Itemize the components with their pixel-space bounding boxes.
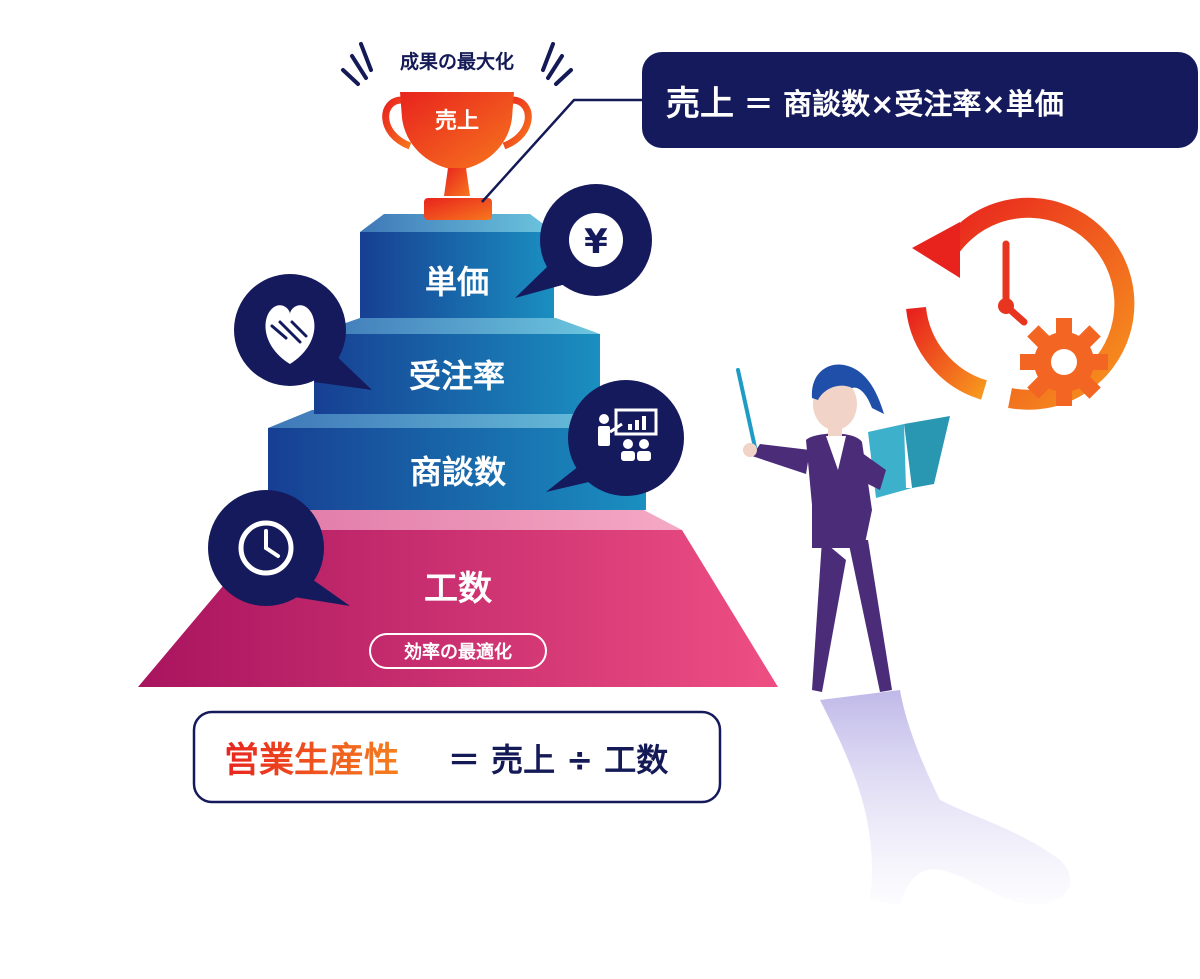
productivity-formula-box: 営業生産性 ＝ 売上 ÷ 工数 <box>192 710 722 804</box>
productivity-formula-lhs: 営業生産性 <box>224 741 399 781</box>
clock-icon <box>238 520 294 576</box>
base-pill <box>369 633 547 669</box>
bubble-handshake <box>234 274 372 390</box>
sales-formula-rhs: ＝ 商談数×受注率×単価 <box>744 87 1064 121</box>
step-label-kousuu: 工数 <box>424 569 492 609</box>
pyramid-step-tanka: 単価 <box>360 214 554 318</box>
trophy-burst-icon <box>341 42 573 86</box>
pyramid-step-juchuuritsu: 受注率 <box>314 318 600 414</box>
bubble-yen: ¥ <box>515 184 652 298</box>
bubble-presentation <box>546 380 684 496</box>
trophy-label: 売上 <box>435 108 479 134</box>
sales-formula-box: 売上 ＝ 商談数×受注率×単価 <box>642 52 1198 148</box>
clock-cycle-gear-icon <box>906 197 1135 410</box>
svg-text:¥: ¥ <box>584 222 608 262</box>
trophy-caption: 成果の最大化 <box>400 50 514 73</box>
step-label-shoudansuu: 商談数 <box>410 453 507 491</box>
sales-formula-lhs: 売上 <box>666 84 734 124</box>
base-pill-label: 効率の最適化 <box>404 641 512 663</box>
businesswoman-figure <box>736 364 1071 905</box>
formula-connector-line <box>481 98 644 203</box>
trophy: 成果の最大化 売上 <box>341 42 573 220</box>
bubble-clock <box>208 490 350 606</box>
figure-reflection <box>820 690 1071 905</box>
productivity-formula-rhs: ＝ 売上 ÷ 工数 <box>448 741 669 779</box>
handshake-heart-icon <box>265 305 315 364</box>
step-label-tanka: 単価 <box>425 263 489 301</box>
step-label-juchuuritsu: 受注率 <box>409 357 505 395</box>
trophy-icon <box>382 92 532 220</box>
yen-icon <box>569 213 623 267</box>
presentation-icon <box>598 408 658 461</box>
